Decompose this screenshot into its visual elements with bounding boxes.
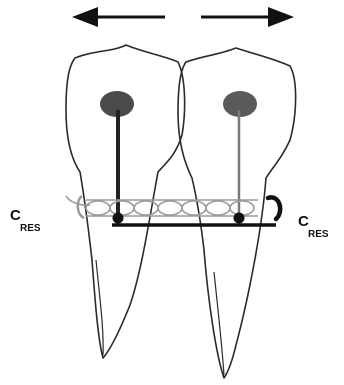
left-label-sub: RES — [20, 223, 41, 234]
elastic-chain — [66, 196, 258, 216]
right-label-main: C — [298, 213, 309, 230]
left-bracket-hook — [78, 196, 84, 218]
arrow-right-icon — [201, 7, 294, 27]
left-cres-point — [113, 213, 124, 224]
right-bracket-hook — [268, 197, 280, 219]
right-cres-label: C RES — [298, 213, 329, 240]
left-label-main: C — [10, 207, 21, 224]
arrow-left-icon — [72, 7, 165, 27]
left-cres-label: C RES — [10, 207, 41, 234]
right-label-sub: RES — [308, 229, 329, 240]
right-cres-point — [234, 213, 245, 224]
